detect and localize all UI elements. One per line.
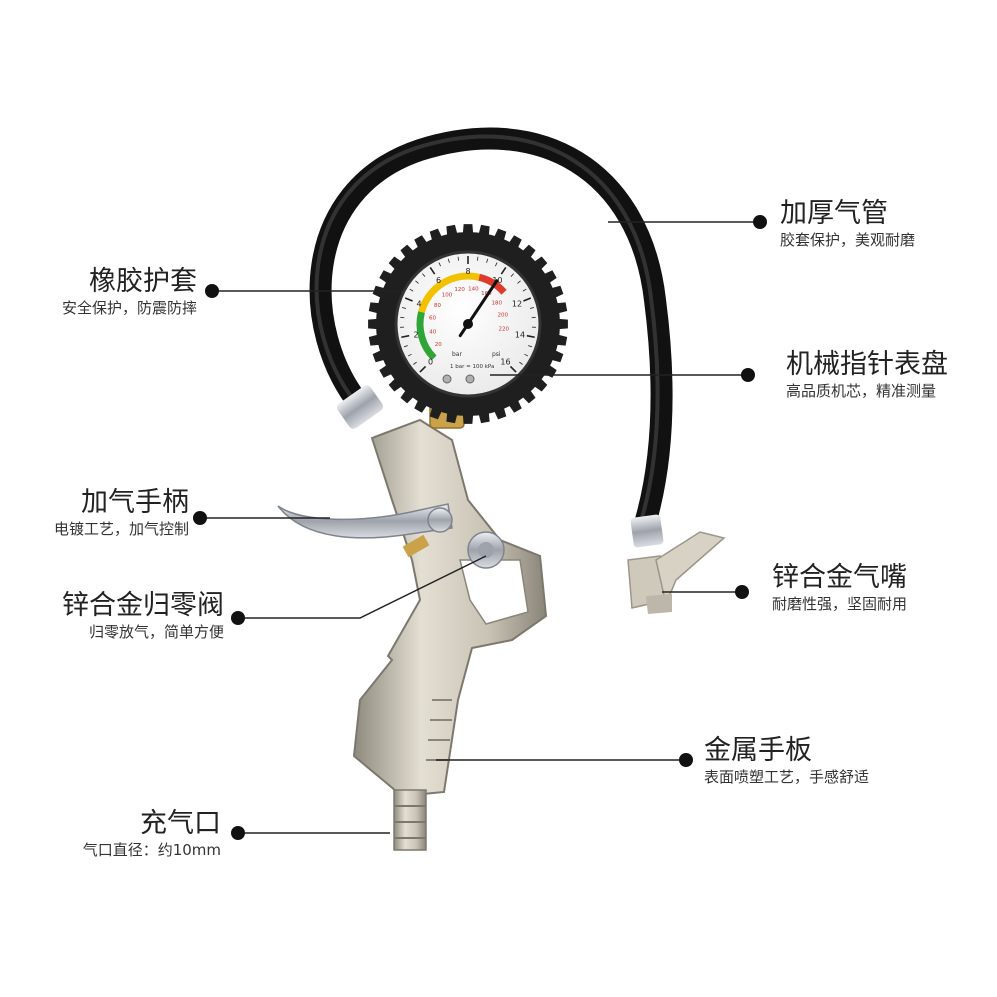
callout-title: 充气口 (140, 808, 221, 839)
dot-marker-air-inlet-icon (231, 826, 245, 840)
callout-title: 机械指针表盘 (786, 349, 948, 380)
callout-hose: 加厚气管 胶套保护，美观耐磨 (780, 198, 915, 250)
hose-fitting (336, 385, 384, 429)
callout-title: 锌合金归零阀 (62, 590, 224, 621)
dial-tick (500, 267, 507, 275)
callout-metal-handle: 金属手板 表面喷塑工艺，手感舒适 (704, 735, 869, 787)
callout-subtitle: 电镀工艺，加气控制 (53, 520, 189, 538)
dial-tick (509, 365, 517, 373)
callout-gauge-dial: 机械指针表盘 高品质机芯，精准测量 (786, 349, 948, 401)
callout-subtitle: 气口直径：约10mm (82, 841, 221, 859)
gun-body (352, 418, 548, 798)
dial-tick (495, 262, 498, 267)
callout-title: 金属手板 (704, 735, 812, 766)
chuck-nozzle (627, 514, 726, 614)
dial-label-inner: 200 (498, 313, 509, 319)
callout-leaders (193, 215, 767, 840)
dial-tick (415, 280, 419, 284)
callout-title: 加气手柄 (81, 487, 189, 518)
dial-tick (401, 307, 407, 309)
dial-tick (528, 345, 533, 348)
dot-marker-trigger-handle-icon (193, 511, 207, 525)
arc-yellow (418, 272, 481, 314)
callout-title: 加厚气管 (780, 198, 888, 229)
dial-label-inner: 180 (491, 300, 502, 306)
gauge-note: 1 bar = 100 kPa (450, 364, 494, 370)
pressure-gauge: 0246810121416204060801001201401601802002… (368, 224, 568, 424)
callout-subtitle: 归零放气，简单方便 (88, 623, 224, 641)
leader-line-release-valve (238, 555, 487, 619)
dial-label-outer: 4 (416, 300, 421, 309)
dial-label-inner: 60 (429, 316, 436, 322)
dot-marker-hose-icon (753, 215, 767, 229)
dial-label-inner: 40 (429, 330, 436, 336)
dial-tick (422, 273, 426, 277)
dial-screw-left (442, 374, 452, 384)
dial-label-inner: 120 (454, 287, 465, 293)
dot-marker-chuck-nozzle-icon (735, 585, 749, 599)
dot-marker-rubber-cover-icon (205, 284, 219, 298)
dial-tick (413, 361, 417, 365)
callout-rubber-cover: 橡胶护套 安全保护，防震防摔 (62, 266, 197, 318)
callout-subtitle: 耐磨性强，坚固耐用 (772, 595, 908, 613)
dial-label-outer: 6 (436, 276, 441, 285)
dial-label-outer: 8 (465, 267, 470, 276)
dial-screw-right (465, 374, 475, 384)
rubber-hose (309, 127, 673, 531)
dial-color-arcs (416, 272, 507, 361)
dial-label-inner: 80 (434, 303, 441, 309)
dial-tick (438, 262, 441, 267)
callout-subtitle: 表面喷塑工艺，手感舒适 (704, 768, 870, 786)
gauge-unit-bar: bar (452, 351, 462, 358)
dial-tick (407, 353, 412, 357)
dial-label-outer: 14 (515, 330, 525, 339)
dial-tick (476, 256, 479, 261)
callout-trigger-handle: 加气手柄 电镀工艺，加气控制 (54, 487, 189, 539)
dial-label-outer: 12 (512, 300, 522, 309)
dial-tick (429, 267, 436, 275)
callout-title: 锌合金气嘴 (772, 562, 907, 593)
dial-tick (510, 273, 514, 277)
dial-tick (522, 288, 527, 292)
dial-tick (401, 334, 410, 339)
dial-label-inner: 140 (468, 286, 479, 292)
arc-green (416, 311, 437, 361)
dial-tick (519, 361, 523, 365)
dial-label-inner: 220 (498, 327, 509, 333)
dot-marker-release-valve-icon (231, 611, 245, 625)
air-inlet (393, 789, 427, 851)
dot-marker-metal-handle-icon (679, 753, 693, 767)
dial-tick (403, 345, 408, 348)
callout-chuck-nozzle: 锌合金气嘴 耐磨性强，坚固耐用 (772, 562, 907, 614)
release-valve (402, 531, 505, 569)
callout-air-inlet: 充气口 气口直径：约10mm (83, 808, 221, 860)
dial-tick (447, 258, 450, 263)
dial-tick (526, 334, 535, 339)
callout-subtitle: 胶套保护，美观耐磨 (780, 231, 916, 249)
dial-tick (486, 258, 489, 263)
callout-subtitle: 高品质机芯，精准测量 (786, 382, 937, 400)
dial-ticks (400, 256, 536, 373)
dial-tick (409, 288, 414, 292)
gauge-unit-psi: psi (492, 351, 501, 358)
dial-tick (524, 353, 529, 357)
dial-tick (523, 297, 532, 302)
dot-marker-gauge-dial-icon (741, 368, 755, 382)
dial-label-inner: 20 (435, 342, 442, 348)
dial-label-outer: 2 (413, 330, 418, 339)
needle-hub (463, 319, 473, 329)
arc-red (478, 273, 507, 295)
dial-label-inner: 100 (442, 293, 453, 299)
dial-label-outer: 0 (428, 357, 433, 366)
dial-tick (419, 365, 427, 373)
callout-title: 橡胶护套 (89, 266, 197, 297)
dial-tick (517, 280, 521, 284)
dial-tick (529, 307, 535, 309)
callout-subtitle: 安全保护，防震防摔 (61, 299, 197, 317)
callout-release-valve: 锌合金归零阀 归零放气，简单方便 (62, 590, 224, 642)
dial-label-outer: 16 (500, 357, 510, 366)
dial-tick (457, 256, 460, 261)
dial-tick (404, 297, 413, 302)
